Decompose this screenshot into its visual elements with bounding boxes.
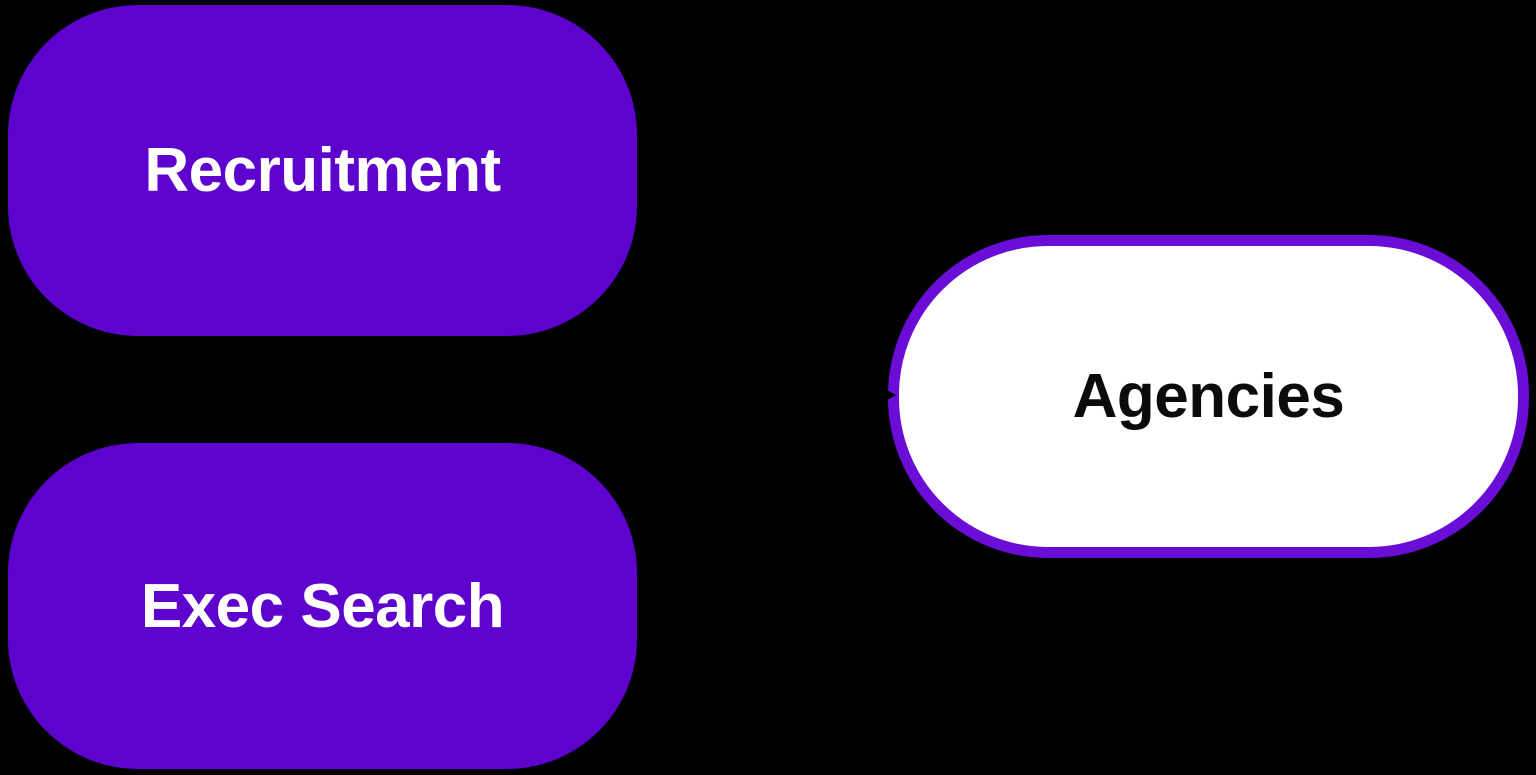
- node-exec-search: Exec Search: [8, 443, 637, 769]
- connector-arrowhead-icon: [878, 385, 896, 405]
- node-exec-search-label: Exec Search: [140, 571, 505, 641]
- node-agencies: Agencies: [888, 235, 1529, 558]
- node-recruitment-label: Recruitment: [144, 136, 501, 205]
- node-recruitment: Recruitment: [8, 5, 637, 336]
- node-agencies-label: Agencies: [1072, 362, 1345, 431]
